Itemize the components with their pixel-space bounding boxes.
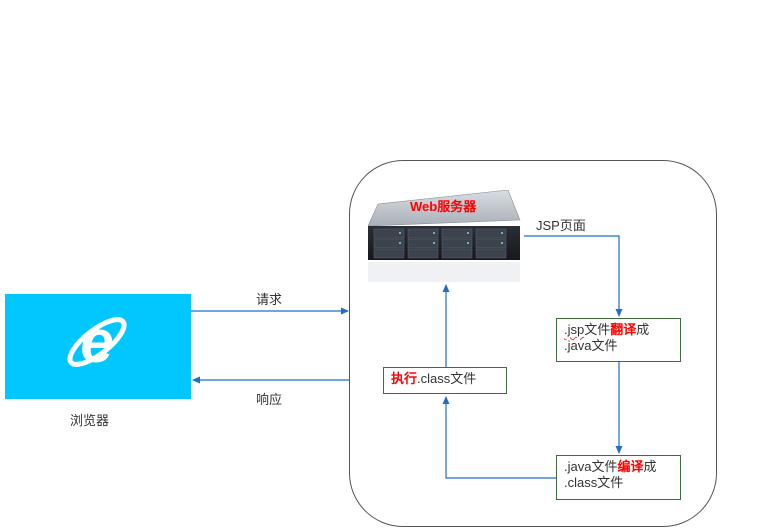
class-file-text: .class文件 [417, 371, 477, 386]
browser-label: 浏览器 [70, 413, 110, 428]
java-file-text: .java文件 [564, 459, 618, 474]
jsp-page-label: JSP页面 [536, 218, 586, 233]
compile-step-box: .java文件编译成 .class文件 [556, 455, 681, 500]
into-text: 成 [643, 459, 657, 474]
browser-node: e [5, 294, 191, 399]
jsp-extension-text: .jsp [564, 322, 585, 337]
rack-server-icon [368, 190, 521, 282]
translate-step-line2: .java文件 [564, 338, 618, 353]
compile-to-execute-arrow [442, 396, 556, 479]
compile-step-line1: .java文件编译成 [564, 459, 673, 475]
execute-verb: 执行 [391, 371, 418, 386]
translate-step-line1: .jsp文件翻译成 [564, 322, 673, 338]
web-server-label: Web服务器 [410, 199, 477, 214]
jsp-page-arrow [524, 235, 623, 317]
execute-step-box: 执行.class文件 [383, 367, 507, 394]
web-server-container [349, 160, 717, 527]
internet-explorer-icon: e [67, 308, 127, 375]
svg-text:e: e [80, 308, 113, 375]
into-text: 成 [636, 322, 650, 337]
file-text: 文件 [584, 322, 611, 337]
request-label: 请求 [256, 292, 283, 307]
compile-verb: 编译 [617, 459, 644, 474]
response-label: 响应 [256, 392, 283, 407]
compile-step-line2: .class文件 [564, 475, 624, 490]
translate-step-box: .jsp文件翻译成 .java文件 [556, 318, 681, 362]
translate-verb: 翻译 [610, 322, 637, 337]
